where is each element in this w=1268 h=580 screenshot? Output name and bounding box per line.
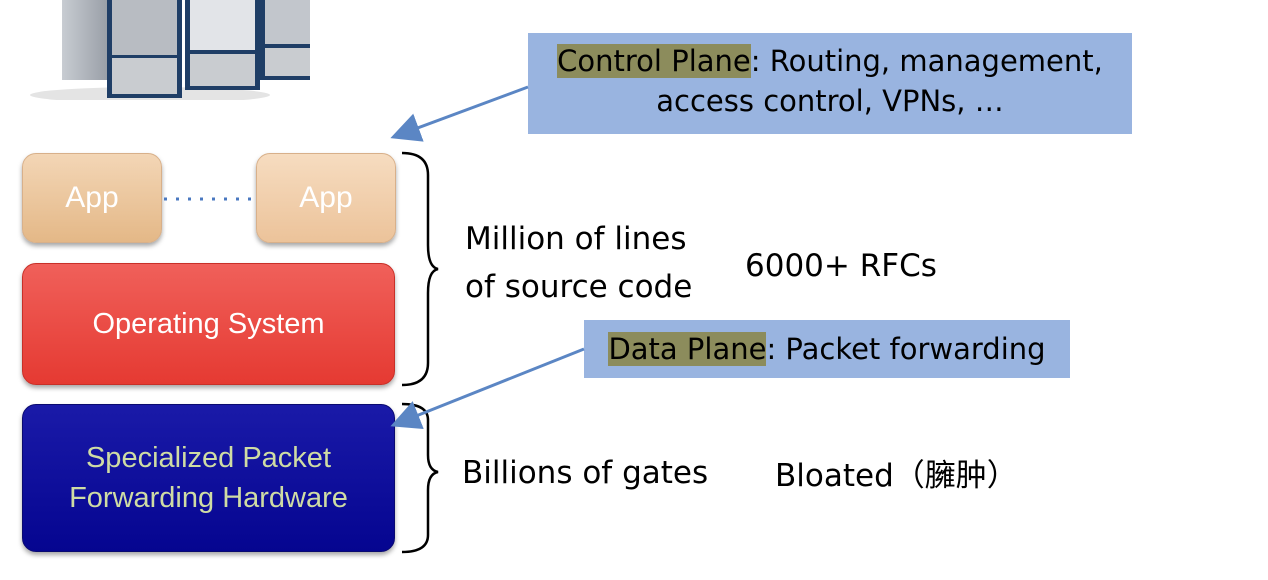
hardware-brace	[401, 402, 439, 554]
rfcs-annotation: 6000+ RFCs	[745, 248, 937, 284]
software-brace	[401, 151, 439, 387]
hardware-label-line1: Specialized Packet	[85, 442, 331, 474]
gates-annotation: Billions of gates	[462, 455, 709, 491]
bloated-annotation: Bloated（臃肿）	[775, 458, 1018, 494]
source-code-line2: of source code	[465, 269, 693, 305]
app-label: App	[65, 181, 119, 214]
app-box-left: App	[22, 153, 162, 243]
hardware-label-line2: Forwarding Hardware	[69, 482, 348, 514]
app-label: App	[299, 181, 353, 214]
operating-system-box: Operating System	[22, 263, 395, 385]
control-plane-arrow	[390, 85, 529, 142]
operating-system-label: Operating System	[92, 307, 325, 340]
source-code-line1: Million of lines	[465, 221, 687, 257]
app-box-right: App	[256, 153, 396, 243]
data-plane-highlight: Data Plane	[608, 332, 767, 366]
data-plane-arrow	[390, 347, 585, 430]
control-plane-line2: access control, VPNs, …	[656, 84, 1004, 118]
packet-forwarding-hardware-box: Specialized Packet Forwarding Hardware	[22, 404, 395, 552]
control-plane-line1: Control Plane: Routing, management,	[528, 41, 1132, 81]
data-plane-description: : Packet forwarding	[766, 332, 1046, 366]
control-plane-description: : Routing, management,	[750, 44, 1103, 78]
control-plane-highlight: Control Plane	[557, 44, 751, 78]
control-plane-callout: Control Plane: Routing, management, acce…	[528, 33, 1132, 134]
data-plane-callout: Data Plane: Packet forwarding	[584, 320, 1070, 378]
source-code-annotation: Million of lines of source code	[465, 215, 692, 311]
router-hardware-image	[30, 0, 310, 100]
